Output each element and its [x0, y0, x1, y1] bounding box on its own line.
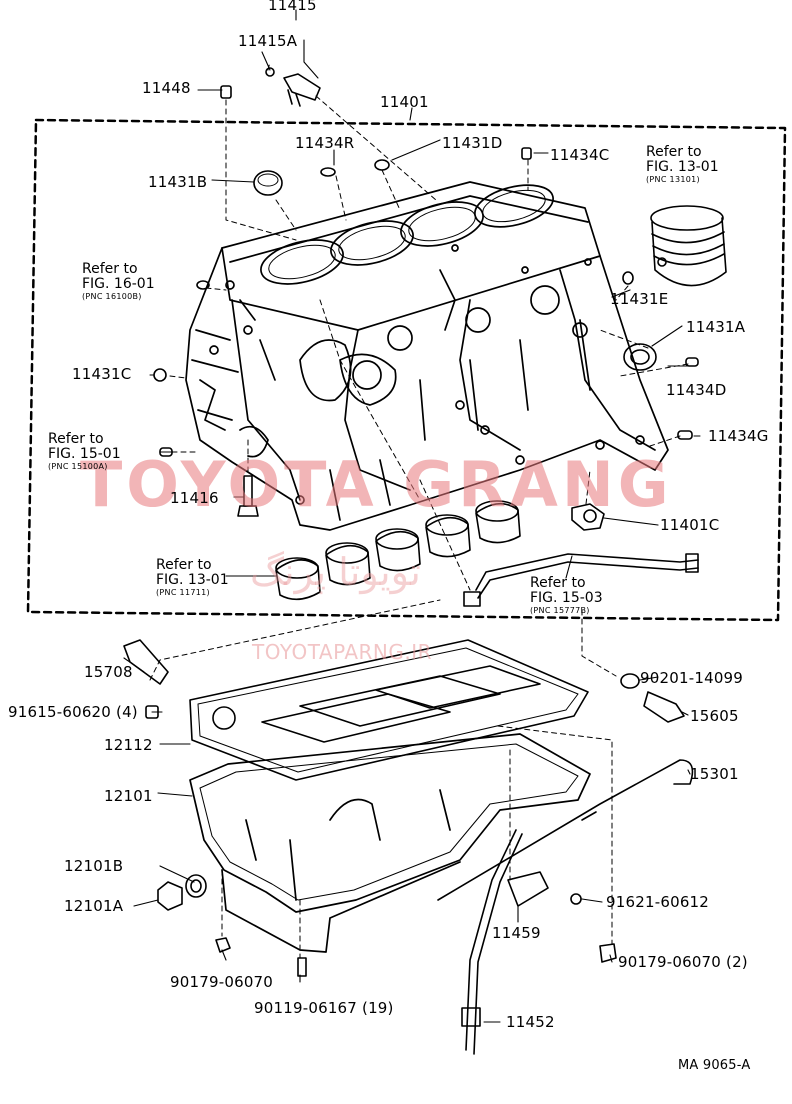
label-11415: 11415	[268, 0, 317, 14]
label-12101: 12101	[104, 787, 153, 805]
ref-pnc: (PNC 16100B)	[82, 292, 142, 301]
plug-11431b	[253, 170, 283, 196]
watermark-persian: تویوتا پرنگ	[250, 550, 421, 594]
plug-11448	[220, 85, 232, 99]
label-11434c: 11434C	[550, 146, 610, 164]
label-15708: 15708	[84, 663, 133, 681]
label-90119-06167: 90119-06167 (19)	[254, 999, 394, 1017]
oil-pan-gasket	[189, 639, 589, 781]
label-91621-60612: 91621-60612	[606, 893, 710, 911]
oil-pressure-switch	[265, 67, 321, 107]
label-11416: 11416	[170, 489, 219, 507]
label-11431c: 11431C	[72, 365, 132, 383]
plug-11434c	[521, 147, 532, 160]
oil-jet-11401c	[571, 503, 605, 531]
ref-pnc: (PNC 15777B)	[530, 606, 590, 615]
label-11459: 11459	[492, 924, 541, 942]
drain-plug-12101a	[157, 881, 183, 911]
label-11401: 11401	[380, 93, 429, 111]
watermark-main: TOYOTA GRANG	[80, 448, 673, 521]
plug-11431d	[374, 159, 390, 171]
label-11431d: 11431D	[442, 134, 503, 152]
dipstick-15301	[437, 759, 694, 901]
plug-15605	[643, 691, 685, 723]
plug-11431e	[622, 271, 634, 285]
plug-16	[196, 280, 210, 290]
oil-pan	[189, 733, 591, 953]
label-11431a: 11431A	[686, 318, 746, 336]
plug-11434g	[677, 430, 693, 440]
ref-line2: FIG. 15-01	[48, 446, 121, 462]
label-11431e: 11431E	[610, 290, 669, 308]
bolt-91621	[570, 893, 582, 905]
ref-line2: FIG. 13-01	[156, 572, 229, 588]
dipstick-guide-11452	[461, 829, 523, 1055]
oil-strainer-tube	[463, 553, 699, 607]
ref-line2: FIG. 15-03	[530, 590, 603, 606]
plug-11434d	[685, 357, 699, 367]
crank-bearings	[275, 500, 521, 601]
washer-90201	[620, 673, 640, 689]
bolt-90179-b	[599, 943, 617, 963]
plug-11434r	[320, 167, 336, 177]
ref-line2: FIG. 13-01	[646, 159, 719, 175]
cylinder-block	[185, 181, 669, 531]
bolt-11416	[237, 475, 259, 517]
label-90179-06070: 90179-06070	[170, 973, 274, 991]
ref-fig-15-01[interactable]: Refer to FIG. 15-01 (PNC 15100A)	[48, 431, 121, 472]
label-90201-14099: 90201-14099	[640, 669, 744, 687]
ref-line1: Refer to	[530, 575, 586, 591]
label-12101b: 12101B	[64, 857, 124, 875]
label-11452: 11452	[506, 1013, 555, 1031]
bracket-11459	[507, 871, 549, 907]
ref-line1: Refer to	[646, 144, 702, 160]
plug-11431c	[153, 368, 167, 382]
label-90179-06070-2: 90179-06070 (2)	[618, 953, 748, 971]
ref-fig-16-01[interactable]: Refer to FIG. 16-01 (PNC 16100B)	[82, 261, 155, 302]
ref-pnc: (PNC 15100A)	[48, 462, 108, 471]
assembly-guides	[149, 61, 689, 959]
label-11448: 11448	[142, 79, 191, 97]
seal-11431a	[623, 343, 657, 371]
label-12101a: 12101A	[64, 897, 124, 915]
label-11434g: 11434G	[708, 427, 769, 445]
label-11434r: 11434R	[295, 134, 355, 152]
ref-pnc: (PNC 11711)	[156, 588, 210, 597]
label-15301: 15301	[690, 765, 739, 783]
ref-line1: Refer to	[82, 261, 138, 277]
watermark-site: TOYOTAPARNG.IR	[252, 640, 433, 664]
diagram-code: MA 9065-A	[678, 1058, 751, 1073]
sensor-15708	[123, 639, 169, 685]
label-11415a: 11415A	[238, 32, 298, 50]
drain-gasket-12101b	[185, 874, 207, 898]
ref-line2: FIG. 16-01	[82, 276, 155, 292]
label-11434d: 11434D	[666, 381, 727, 399]
bolt-90179-a	[215, 937, 231, 953]
ref-pnc: (PNC 13101)	[646, 175, 700, 184]
ref-fig-13-01-bearing[interactable]: Refer to FIG. 13-01 (PNC 11711)	[156, 557, 229, 598]
ref-line1: Refer to	[48, 431, 104, 447]
piston-drawing	[650, 205, 727, 287]
ref-fig-15-03[interactable]: Refer to FIG. 15-03 (PNC 15777B)	[530, 575, 603, 616]
label-12112: 12112	[104, 736, 153, 754]
label-11401c: 11401C	[660, 516, 720, 534]
label-15605: 15605	[690, 707, 739, 725]
bolt-90119	[297, 957, 307, 977]
label-91615-60620: 91615-60620 (4)	[8, 703, 138, 721]
ref-fig-13-01-piston[interactable]: Refer to FIG. 13-01 (PNC 13101)	[646, 144, 719, 185]
ref-line1: Refer to	[156, 557, 212, 573]
block-group-boundary	[26, 118, 787, 622]
label-11431b: 11431B	[148, 173, 208, 191]
